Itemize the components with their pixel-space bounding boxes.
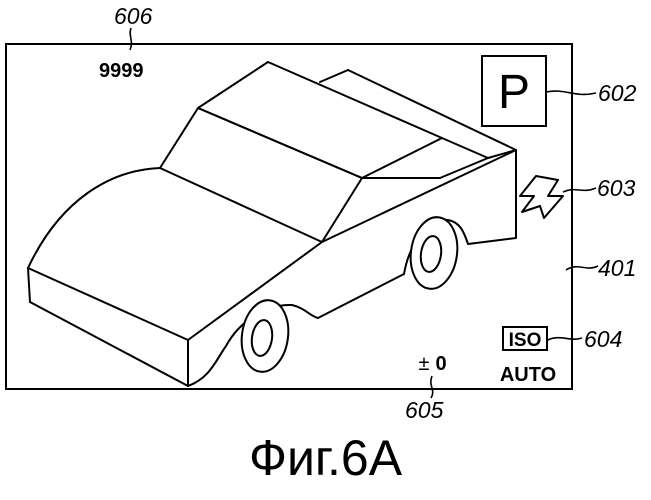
iso-ref: 604 — [584, 326, 622, 352]
figure-caption: Фиг.6A — [0, 428, 651, 488]
iso-value: AUTO — [500, 364, 556, 386]
iso-label: ISO — [509, 330, 542, 351]
flash-ref: 603 — [597, 175, 636, 201]
iso-leader — [548, 338, 582, 340]
lightning-bolt-icon — [520, 176, 563, 218]
exposure-leader — [431, 376, 433, 398]
shot-counter-leader — [130, 28, 131, 50]
shot-counter-value: 9999 — [99, 60, 144, 82]
screen-ref: 401 — [598, 255, 636, 281]
mode-indicator-letter: P — [498, 66, 530, 119]
screen-leader — [566, 266, 598, 270]
mode-indicator-ref: 602 — [598, 80, 637, 106]
flash-leader — [563, 188, 596, 192]
exposure-ref: 605 — [405, 397, 444, 423]
car-illustration — [28, 62, 516, 386]
shot-counter-ref: 606 — [114, 3, 153, 29]
exposure-value: 0 — [435, 353, 446, 375]
exposure-sign: ± — [419, 353, 430, 375]
